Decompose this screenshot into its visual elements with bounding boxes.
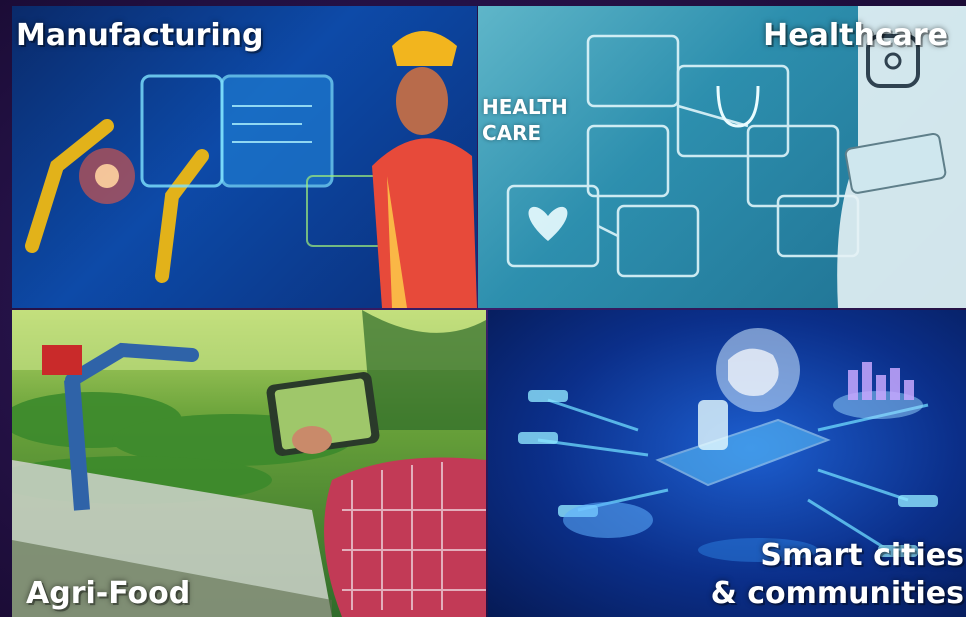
panel-agrifood: Agri-Food <box>12 310 486 617</box>
healthcare-sublabel-line2: CARE <box>482 121 542 145</box>
agrifood-title: Agri-Food <box>26 576 191 611</box>
healthcare-sublabel-line1: HEALTH <box>482 95 568 119</box>
agrifood-illustration <box>12 310 486 617</box>
healthcare-title: Healthcare <box>763 18 948 53</box>
panel-healthcare: HEALTH CARE Healthcare <box>478 6 966 308</box>
smart-cities-illustration <box>518 328 938 562</box>
panel-manufacturing: Manufacturing <box>12 6 477 308</box>
manufacturing-title: Manufacturing <box>16 18 264 53</box>
smart-cities-title-line2: & communities <box>710 576 964 611</box>
panel-smart-cities: Smart cities & communities <box>488 310 966 617</box>
healthcare-illustration <box>506 6 966 308</box>
manufacturing-illustration <box>25 31 477 308</box>
smart-cities-title-line1: Smart cities <box>760 538 964 573</box>
healthcare-sublabel: HEALTH CARE <box>482 94 568 146</box>
smart-cities-title: Smart cities & communities <box>711 537 964 613</box>
